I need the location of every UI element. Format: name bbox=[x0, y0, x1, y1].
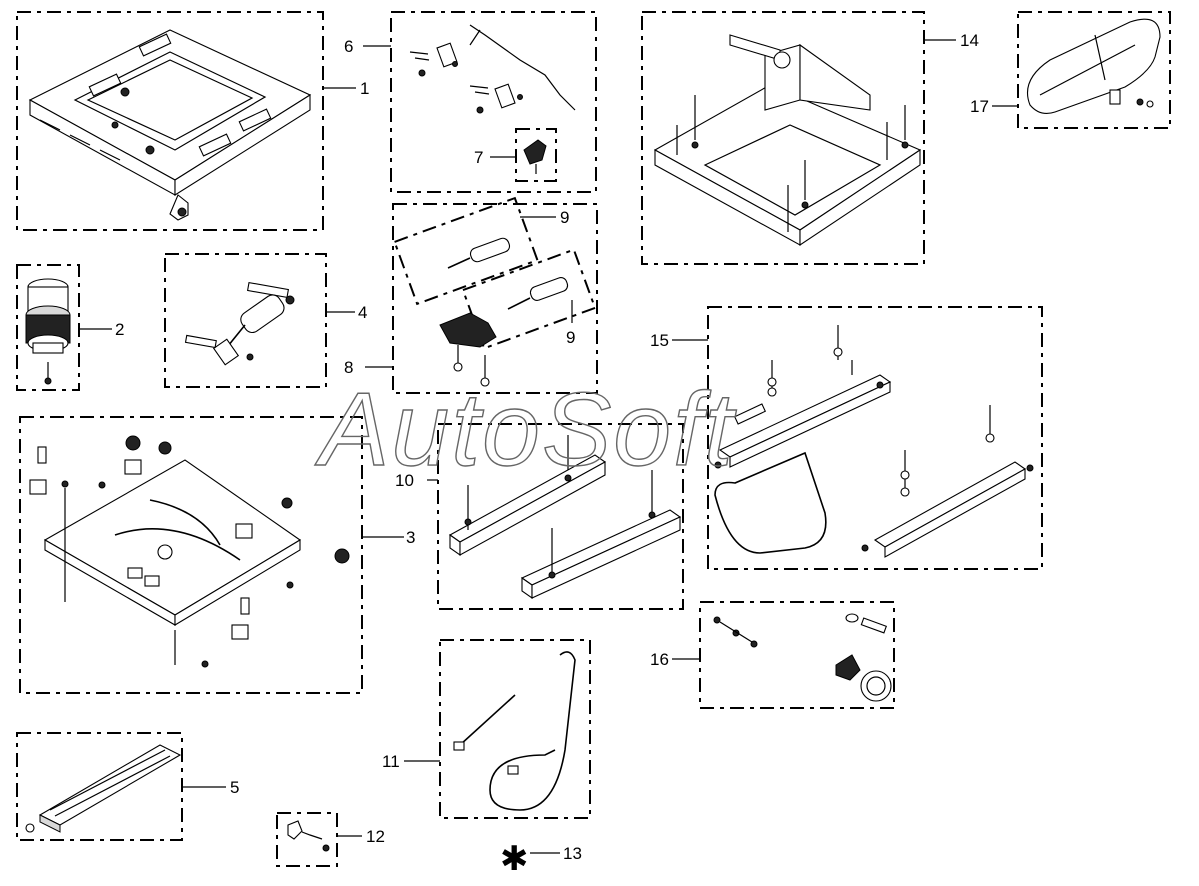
callout-11: 11 bbox=[382, 752, 400, 771]
air-spring-drawing bbox=[25, 278, 71, 385]
callout-17: 17 bbox=[970, 97, 989, 116]
callout-6: 6 bbox=[344, 37, 353, 56]
gas-spring-drawing bbox=[439, 237, 569, 387]
lever-drawing bbox=[409, 24, 576, 114]
handle-drawing bbox=[523, 139, 547, 174]
callout-9a: 9 bbox=[560, 208, 569, 227]
callout-2: 2 bbox=[115, 320, 124, 339]
group-2-air-spring: 2 bbox=[16, 264, 124, 391]
group-16-knob-kit: 16 bbox=[650, 601, 895, 709]
group-8-boundary bbox=[392, 203, 598, 394]
latch-drawing bbox=[287, 820, 330, 852]
callout-8: 8 bbox=[344, 358, 353, 377]
group-11-boundary bbox=[439, 639, 591, 819]
callout-7: 7 bbox=[474, 148, 483, 167]
group-10-boundary bbox=[437, 423, 684, 610]
cable-drawing bbox=[453, 651, 576, 811]
knob-kit-drawing bbox=[713, 613, 892, 702]
group-10-spacer-blocks: 10 bbox=[395, 423, 684, 610]
spacer-drawing bbox=[448, 435, 682, 600]
group-8-gas-springs: 8 9 9 bbox=[344, 196, 598, 394]
group-12-latch: 12 bbox=[276, 812, 385, 867]
swivel-plate-drawing bbox=[29, 435, 350, 668]
group-11-cable: 11 bbox=[382, 639, 591, 819]
group-6-lever-mechanism: 6 7 bbox=[344, 11, 597, 193]
rail-drawing bbox=[25, 744, 182, 833]
group-17-boundary bbox=[1017, 11, 1171, 129]
armrest-drawing bbox=[1026, 18, 1161, 114]
damper-drawing bbox=[184, 281, 295, 366]
group-4-damper: 4 bbox=[164, 253, 367, 388]
group-16-boundary bbox=[699, 601, 895, 709]
autosoft-watermark: AutoSoft bbox=[314, 372, 737, 488]
callout-1: 1 bbox=[360, 79, 369, 98]
group-6-boundary bbox=[390, 11, 597, 193]
group-3-swivel-plate: 3 bbox=[19, 416, 415, 694]
asterisk-icon: ✱ bbox=[500, 839, 529, 879]
group-15-slide-rails: 15 bbox=[650, 306, 1043, 570]
callout-10: 10 bbox=[395, 471, 414, 490]
mount-plate-drawing bbox=[653, 34, 922, 247]
slide-rails-drawing bbox=[714, 325, 1034, 558]
callout-3: 3 bbox=[406, 528, 415, 547]
group-14-boundary bbox=[641, 11, 925, 265]
group-14-mount-plate: 14 bbox=[641, 11, 979, 265]
callout-12: 12 bbox=[366, 827, 385, 846]
callout-5: 5 bbox=[230, 778, 239, 797]
group-1-seat-frame: 1 bbox=[16, 11, 369, 231]
group-17-armrest: 17 bbox=[970, 11, 1171, 129]
callout-15: 15 bbox=[650, 331, 669, 350]
group-15-boundary bbox=[707, 306, 1043, 570]
callout-16: 16 bbox=[650, 650, 669, 669]
group-1-boundary bbox=[16, 11, 324, 231]
group-9a-boundary bbox=[393, 196, 539, 306]
group-5-rail: 5 bbox=[16, 732, 239, 841]
group-7-boundary bbox=[515, 128, 557, 182]
callout-4: 4 bbox=[358, 303, 367, 322]
callout-9b: 9 bbox=[566, 328, 575, 347]
group-4-boundary bbox=[164, 253, 327, 388]
seat-frame-drawing bbox=[28, 29, 312, 221]
group-2-boundary bbox=[16, 264, 80, 391]
group-12-boundary bbox=[276, 812, 338, 867]
group-3-boundary bbox=[19, 416, 363, 694]
item-13-not-shown: ✱ 13 bbox=[500, 839, 582, 879]
callout-14: 14 bbox=[960, 31, 979, 50]
callout-13: 13 bbox=[563, 844, 582, 863]
